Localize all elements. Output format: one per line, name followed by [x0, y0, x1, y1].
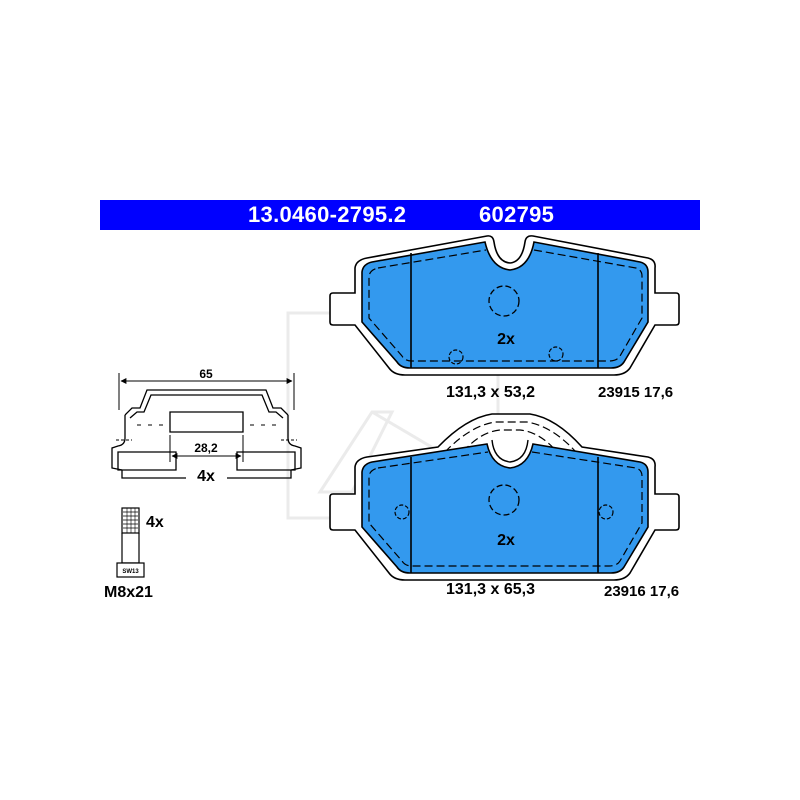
pad-lower-friction	[361, 443, 649, 574]
clip-width-label: 65	[199, 367, 213, 381]
pad-upper-friction	[361, 241, 649, 369]
bolt-quantity: 4x	[146, 514, 164, 531]
pad-lower-spec: 23916 17,6	[604, 583, 679, 600]
pad-upper-spec: 23915 17,6	[598, 384, 673, 401]
clip-quantity: 4x	[197, 468, 215, 485]
clip-inner-label: 28,2	[194, 441, 218, 455]
brake-pad-upper: 2x	[329, 235, 680, 376]
part-number: 13.0460-2795.2	[248, 202, 407, 227]
header-banner: 13.0460-2795.2 602795	[100, 200, 700, 230]
bolt-size: M8x21	[104, 584, 153, 601]
pad-lower-quantity: 2x	[497, 532, 515, 549]
pad-upper-quantity: 2x	[497, 331, 515, 348]
pad-lower-dimensions: 131,3 x 65,3	[446, 581, 535, 598]
product-code: 602795	[479, 202, 555, 227]
bolt-icon	[116, 507, 145, 578]
pad-upper-dimensions: 131,3 x 53,2	[446, 384, 535, 401]
spring-clip	[111, 373, 302, 479]
brake-pad-lower: 2x	[329, 413, 680, 581]
bolt-wrench-size: SW13	[122, 569, 139, 575]
